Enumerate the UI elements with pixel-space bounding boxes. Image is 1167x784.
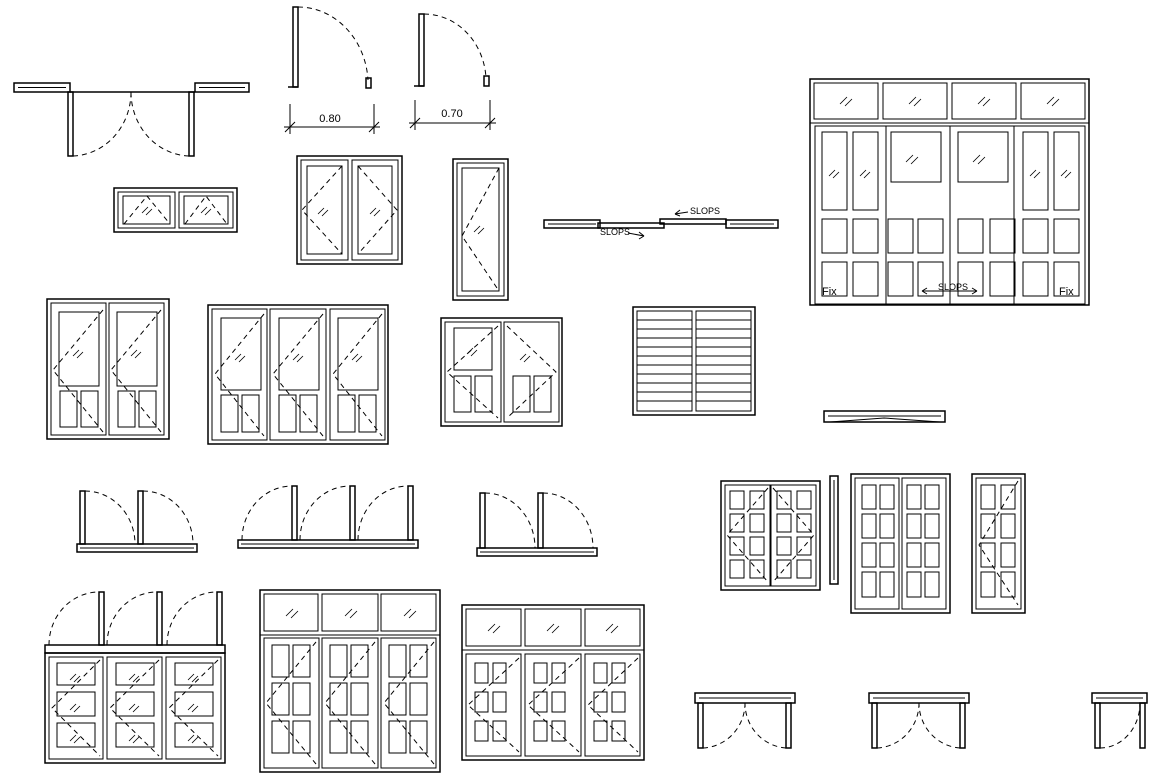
single-grid-door	[971, 473, 1026, 614]
dimension-label-080: 0.80	[319, 113, 340, 125]
triple-door-with-swing	[44, 591, 226, 764]
small-double-window	[113, 187, 238, 233]
slops-label-upper: SLOPS	[690, 206, 720, 216]
triple-grid-door-with-transom	[259, 589, 441, 773]
fix-label-left: Fix	[822, 286, 837, 298]
dimension-label-070: 0.70	[441, 108, 462, 120]
fix-label-right: Fix	[1059, 286, 1074, 298]
tall-single-window	[452, 158, 509, 301]
grid-casement-window	[720, 475, 839, 591]
triple-grid-window-with-transom	[461, 604, 645, 761]
window-plan-small	[823, 410, 946, 423]
single-door-080: 0.80	[284, 6, 380, 134]
double-door-plan-row-2b	[476, 492, 598, 557]
slops-label-lower: SLOPS	[600, 227, 630, 237]
double-swing-door-plan	[13, 82, 250, 157]
mixed-casement-window	[440, 317, 563, 427]
single-door-plan-bottom	[1091, 692, 1148, 749]
double-door-plan-row-2a	[76, 490, 198, 553]
double-glazed-door	[46, 298, 170, 440]
double-grid-door	[850, 473, 951, 614]
louver-window	[632, 306, 756, 416]
triple-glazed-door	[207, 304, 389, 445]
slops-label-storefront: SLOPS	[938, 282, 968, 292]
double-door-plan-bottom-a	[694, 692, 796, 749]
double-door-plan-bottom-b	[868, 692, 970, 749]
sliding-door-plan: SLOPS SLOPS	[543, 206, 779, 240]
triple-door-plan-row-2	[237, 485, 419, 549]
single-door-070: 0.70	[409, 13, 496, 130]
casement-window-2-pane	[296, 155, 403, 265]
large-storefront-door: SLOPS Fix Fix	[809, 78, 1090, 306]
